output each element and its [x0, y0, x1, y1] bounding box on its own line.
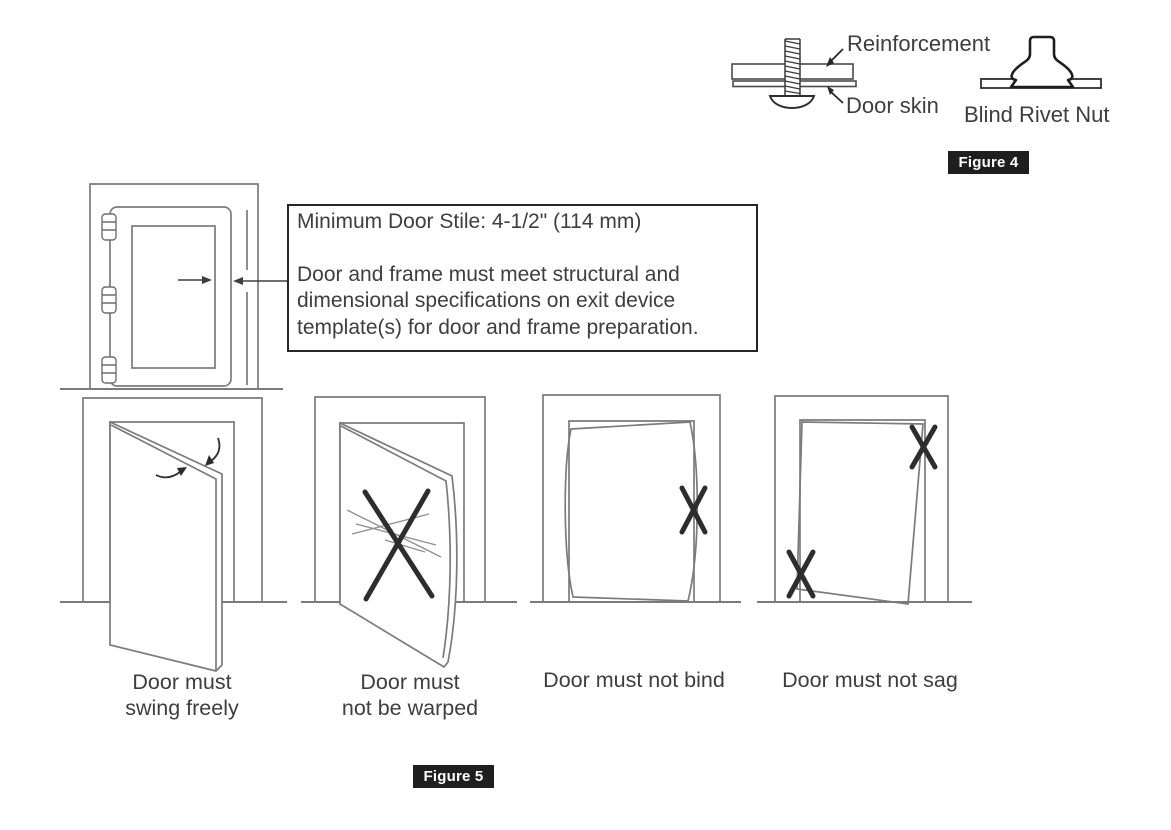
hinged-door-diagram	[60, 183, 288, 390]
note-body-line: dimensional specifications on exit devic…	[297, 289, 676, 312]
note-title: Minimum Door Stile: 4-1/2" (114 mm)	[297, 210, 642, 233]
caption-line: Door must	[360, 670, 460, 694]
blind-rivet-nut-label: Blind Rivet Nut	[964, 102, 1110, 127]
reinforcement-label: Reinforcement	[847, 31, 991, 56]
caption-line: Door must	[132, 670, 232, 694]
door-stile-note-box: Minimum Door Stile: 4-1/2" (114 mm) Door…	[287, 204, 758, 352]
door-sag-diagram	[757, 395, 972, 605]
note-body-line: Door and frame must meet structural and	[297, 262, 680, 286]
door-skin-label: Door skin	[846, 93, 939, 118]
door-warp-diagram	[301, 396, 517, 669]
caption-swing-freely: Door must swing freely	[92, 669, 272, 721]
caption-line: swing freely	[125, 696, 239, 720]
figure-5-badge: Figure 5	[413, 765, 494, 788]
door-bind-diagram	[530, 394, 741, 603]
blind-rivet-nut-diagram	[980, 35, 1102, 89]
caption-not-sag: Door must not sag	[763, 667, 977, 693]
door-swing-diagram	[60, 397, 287, 672]
caption-not-warped: Door must not be warped	[315, 669, 505, 721]
caption-line: not be warped	[341, 696, 479, 720]
figure-4-badge: Figure 4	[948, 151, 1029, 174]
caption-line: Door must not bind	[543, 668, 725, 692]
note-body-line: template(s) for door and frame preparati…	[297, 315, 699, 339]
reinforcement-screw-diagram	[731, 38, 857, 109]
caption-line: Door must not sag	[782, 668, 958, 692]
caption-not-bind: Door must not bind	[528, 667, 740, 693]
